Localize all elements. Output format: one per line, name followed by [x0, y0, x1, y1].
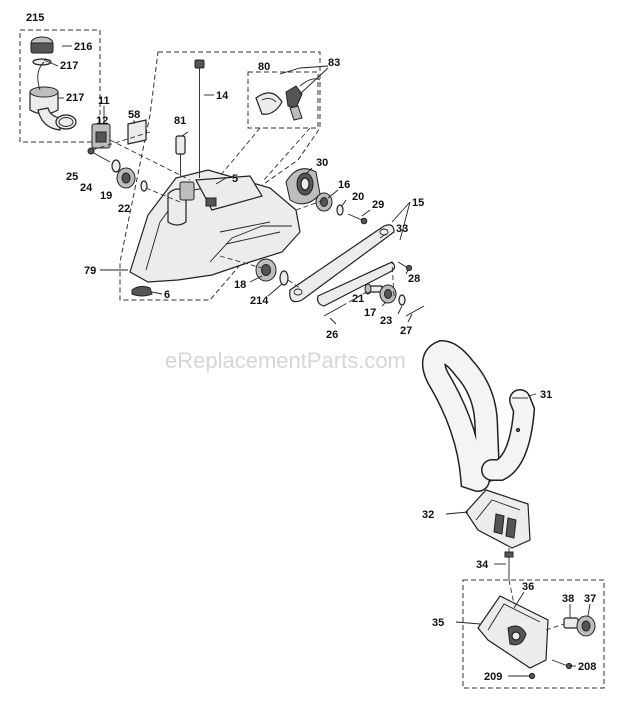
label-58: 58: [128, 109, 140, 121]
label-209: 209: [484, 671, 502, 683]
screw-25[interactable]: [87, 147, 111, 163]
label-14: 14: [216, 90, 229, 102]
label-208: 208: [578, 661, 596, 673]
fuel-filter[interactable]: [255, 78, 321, 121]
label-6: 6: [164, 289, 170, 301]
handle-bracket-group-box: [462, 579, 605, 689]
screw-29[interactable]: [347, 213, 368, 225]
label-15: 15: [412, 197, 424, 209]
damper-37[interactable]: [576, 615, 596, 637]
screw-209[interactable]: [512, 672, 536, 680]
label-214: 214: [250, 295, 269, 307]
damper-16[interactable]: [315, 192, 333, 212]
label-37: 37: [584, 593, 596, 605]
damper-19[interactable]: [116, 167, 136, 189]
assembly-lines: [91, 127, 565, 631]
link-plate-33[interactable]: [317, 261, 396, 307]
label-79: 79: [84, 265, 96, 277]
label-12: 12: [96, 115, 108, 127]
label-28: 28: [408, 273, 420, 285]
fuel-tank-housing[interactable]: [129, 169, 301, 283]
fuel-hose[interactable]: [194, 59, 205, 178]
handle-bracket-lower[interactable]: [477, 595, 549, 669]
label-26: 26: [326, 329, 338, 341]
label-18: 18: [234, 279, 246, 291]
label-81: 81: [174, 115, 186, 127]
stud-38[interactable]: [563, 617, 579, 629]
front-handle-tube[interactable]: [421, 339, 536, 492]
label-36: 36: [522, 581, 534, 593]
washer-23[interactable]: [398, 294, 406, 306]
screw-26[interactable]: [323, 305, 343, 317]
label-17: 17: [364, 307, 376, 319]
washer-214[interactable]: [279, 270, 289, 286]
label-32: 32: [422, 509, 434, 521]
damper-17[interactable]: [379, 284, 397, 304]
label-22: 22: [118, 203, 130, 215]
label-19: 19: [100, 190, 112, 202]
vibration-damper-30[interactable]: [285, 168, 321, 205]
screw-34[interactable]: [504, 551, 514, 580]
handle-link-plate[interactable]: [289, 224, 395, 303]
label-23: 23: [380, 315, 392, 327]
label-27: 27: [400, 325, 412, 337]
label-29: 29: [372, 199, 384, 211]
bolt-21[interactable]: [364, 283, 383, 295]
washer-24[interactable]: [111, 159, 121, 173]
label-30: 30: [316, 157, 328, 169]
label-38: 38: [562, 593, 574, 605]
label-5: 5: [232, 173, 238, 185]
hose-connector[interactable]: [175, 135, 186, 176]
label-20: 20: [352, 191, 364, 203]
handle-bracket-upper[interactable]: [465, 489, 531, 549]
washer-22[interactable]: [140, 180, 148, 192]
label-33: 33: [396, 223, 408, 235]
rubber-buffer[interactable]: [91, 123, 111, 149]
screw-28[interactable]: [397, 261, 413, 272]
fuel-cap[interactable]: [30, 36, 54, 66]
leader-lines: [43, 45, 591, 677]
label-80: 80: [258, 61, 270, 73]
label-24: 24: [80, 182, 93, 194]
label-25: 25: [66, 171, 78, 183]
part-labels: 215 216 217 217 11 12 58 25 24 19 22 81 …: [26, 12, 596, 683]
screw-208[interactable]: [551, 659, 573, 670]
label-83: 83: [328, 57, 340, 69]
label-31: 31: [540, 389, 552, 401]
watermark: eReplacementParts.com: [165, 348, 406, 373]
label-217-lower: 217: [66, 92, 84, 104]
label-16: 16: [338, 179, 350, 191]
label-215: 215: [26, 12, 44, 24]
label-34: 34: [476, 559, 489, 571]
decal-plate[interactable]: [127, 119, 147, 145]
label-35: 35: [432, 617, 444, 629]
grommet[interactable]: [131, 285, 153, 297]
label-11: 11: [98, 95, 110, 107]
label-21: 21: [352, 293, 364, 305]
label-216: 216: [74, 41, 92, 53]
label-217-upper: 217: [60, 60, 78, 72]
fuel-filler-neck[interactable]: [29, 61, 61, 131]
o-ring-seal[interactable]: [55, 114, 77, 130]
washer-20[interactable]: [336, 204, 344, 216]
screw-27[interactable]: [405, 305, 425, 317]
damper-18[interactable]: [255, 258, 277, 282]
